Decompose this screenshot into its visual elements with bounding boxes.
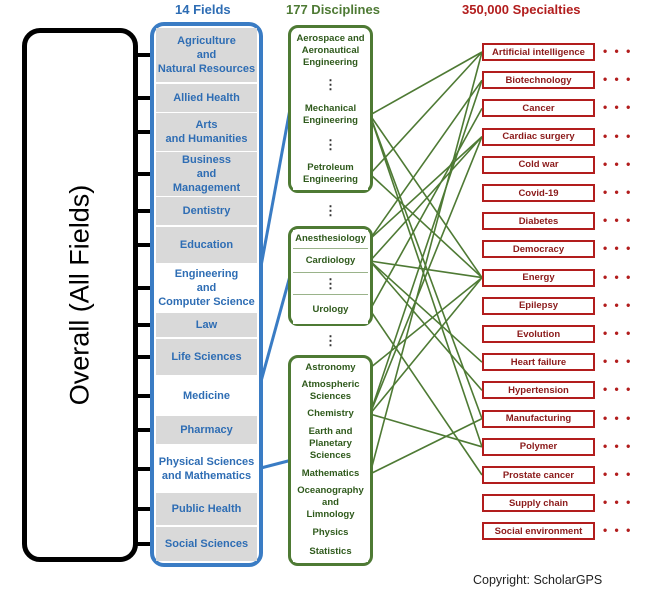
- between-groups-ellipsis-1: ⋮: [324, 203, 337, 218]
- specialty-more-dots: • • •: [603, 297, 633, 312]
- discipline-specialty-link: [369, 51, 483, 475]
- discipline-chemistry: Chemistry: [293, 406, 368, 423]
- specialty-biotechnology: Biotechnology: [482, 71, 595, 90]
- specialty-heart-failure: Heart failure: [482, 353, 595, 372]
- specialty-hypertension: Hypertension: [482, 381, 595, 400]
- specialty-more-dots: • • •: [603, 185, 633, 199]
- disciplines-header: 177 Disciplines: [286, 2, 380, 17]
- discipline-specialty-link: [369, 136, 483, 240]
- discipline-specialty-link: [369, 260, 483, 279]
- field-life-sciences: Life Sciences: [156, 339, 257, 375]
- specialty-more-dots: • • •: [603, 44, 633, 58]
- field-medicine: Medicine: [156, 377, 257, 415]
- discipline-physics: Physics: [293, 524, 368, 543]
- discipline-specialty-link: [369, 276, 483, 369]
- discipline-specialty-link: [369, 79, 483, 415]
- specialty-artificial-intelligence: Artificial intelligence: [482, 43, 595, 61]
- specialty-more-dots: • • •: [603, 100, 633, 115]
- specialty-more-dots: • • •: [603, 467, 633, 481]
- discipline-ellipsis: ⋮: [293, 132, 368, 159]
- field-social-sciences: Social Sciences: [156, 527, 257, 561]
- specialty-cancer: Cancer: [482, 99, 595, 118]
- specialty-polymer: Polymer: [482, 437, 595, 456]
- discipline-specialty-link: [369, 260, 483, 391]
- overall-box: [22, 28, 138, 562]
- specialty-more-dots: • • •: [603, 438, 633, 453]
- specialty-manufacturing: Manufacturing: [482, 409, 595, 428]
- discipline-specialty-link: [369, 173, 483, 279]
- specialty-more-dots: • • •: [603, 382, 633, 397]
- overall-label: Overall (All Fields): [64, 184, 95, 406]
- field-pharmacy: Pharmacy: [156, 416, 257, 444]
- specialty-epilepsy: Epilepsy: [482, 296, 595, 315]
- discipline-ellipsis: ⋮: [293, 274, 368, 295]
- discipline-ellipsis: ⋮: [293, 72, 368, 99]
- specialty-more-dots: • • •: [603, 156, 633, 171]
- discipline-specialty-link: [369, 277, 483, 415]
- specialty-democracy: Democracy: [482, 240, 595, 259]
- specialty-more-dots: • • •: [603, 326, 633, 340]
- specialty-cold-war: Cold war: [482, 155, 595, 174]
- specialty-prostate-cancer: Prostate cancer: [482, 466, 595, 484]
- discipline-specialty-link: [369, 413, 483, 448]
- specialty-more-dots: • • •: [603, 128, 633, 143]
- specialty-social-environment: Social environment: [482, 522, 595, 541]
- discipline-mathematics: Mathematics: [293, 466, 368, 483]
- fields-header: 14 Fields: [175, 2, 231, 17]
- specialty-more-dots: • • •: [603, 72, 633, 87]
- discipline-urology: Urology: [293, 296, 368, 324]
- specialty-more-dots: • • •: [603, 495, 633, 510]
- discipline-specialty-link: [369, 417, 483, 475]
- specialty-more-dots: • • •: [603, 523, 633, 538]
- discipline-cardiology: Cardiology: [293, 250, 368, 273]
- discipline-statistics: Statistics: [293, 542, 368, 562]
- discipline-specialty-link: [369, 114, 483, 279]
- specialty-covid-19: Covid-19: [482, 184, 595, 202]
- specialty-more-dots: • • •: [603, 213, 633, 228]
- specialty-more-dots: • • •: [603, 410, 633, 425]
- field-public-health: Public Health: [156, 493, 257, 525]
- specialty-more-dots: • • •: [603, 354, 633, 369]
- field-allied-health: Allied Health: [156, 84, 257, 112]
- field-education: Education: [156, 227, 257, 263]
- specialty-supply-chain: Supply chain: [482, 494, 595, 513]
- between-groups-ellipsis-2: ⋮: [324, 333, 337, 348]
- specialty-evolution: Evolution: [482, 325, 595, 343]
- discipline-astronomy: Astronomy: [293, 360, 368, 377]
- specialty-diabetes: Diabetes: [482, 212, 595, 231]
- discipline-specialty-link: [369, 136, 483, 262]
- field-dentistry: Dentistry: [156, 197, 257, 225]
- specialty-energy: Energy: [482, 268, 595, 287]
- discipline-specialty-link: [369, 79, 483, 240]
- specialty-more-dots: • • •: [603, 269, 633, 284]
- discipline-anesthesiology: Anesthesiology: [293, 230, 368, 249]
- specialty-more-dots: • • •: [603, 241, 633, 256]
- copyright: Copyright: ScholarGPS: [473, 573, 603, 587]
- discipline-specialty-link: [369, 114, 483, 448]
- field-law: Law: [156, 313, 257, 337]
- discipline-specialty-link: [369, 136, 483, 415]
- specialties-header: 350,000 Specialties: [462, 2, 581, 17]
- discipline-specialty-link: [369, 51, 483, 175]
- specialty-cardiac-surgery: Cardiac surgery: [482, 127, 595, 146]
- discipline-specialty-link: [369, 108, 483, 311]
- discipline-specialty-link: [369, 309, 483, 476]
- discipline-specialty-link: [369, 51, 483, 116]
